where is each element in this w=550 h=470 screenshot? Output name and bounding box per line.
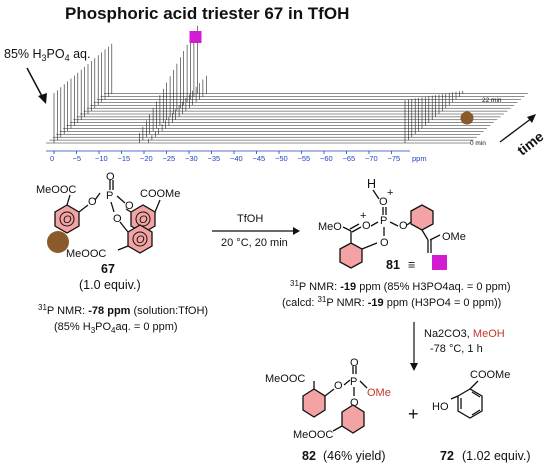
compound-67-ester-a: MeOOC [36, 184, 76, 196]
compound-81-number: 81 [386, 258, 400, 272]
compound-81-phosphorus: P [380, 215, 387, 227]
compound-81-charge-2: + [360, 210, 366, 222]
compound-82-methoxy: OMe [367, 387, 391, 399]
compound-81-oxygen-protonated: O [379, 196, 388, 208]
compound-82-ester-b: MeOOC [293, 429, 333, 441]
compound-82-oxygen-oxo: O [350, 357, 359, 369]
axis-tick-label: −40 [230, 154, 243, 163]
compound-81-methoxy: MeO [318, 221, 342, 233]
compound-81-nmr-line2: (calcd: 31P NMR: -19 ppm (H3PO4 = 0 ppm)… [282, 295, 501, 309]
ring-c-label: O [136, 234, 145, 246]
compound-67-brown-marker [47, 231, 69, 253]
axis-tick-label: −30 [185, 154, 198, 163]
reference-arrowhead [38, 93, 47, 104]
time-axis-arrowhead [527, 114, 536, 123]
compound-67-phosphorus: P [106, 190, 113, 202]
compound-72-number: 72 [440, 449, 454, 463]
compound-81-ring-a [339, 242, 363, 269]
compound-81-nmr-line1: 31P NMR: -19 ppm (85% H3PO4aq. = 0 ppm) [290, 279, 511, 293]
compound-67-ester-b: COOMe [140, 188, 180, 200]
compound-81-ring-b [410, 204, 434, 231]
ring-a-label: O [63, 214, 72, 226]
axis-tick-label: −15 [118, 154, 131, 163]
reaction-arrow-1-head [293, 227, 300, 235]
axis-tick-label: −65 [343, 154, 356, 163]
compound-81-oxygen-ring: O [380, 237, 389, 249]
axis-tick-label: −25 [163, 154, 176, 163]
compound-82-yield: (46% yield) [323, 449, 386, 463]
compound-82-ring-a [302, 388, 326, 418]
compound-81-oxygen-aryloxy: O [399, 220, 408, 232]
compound-72-hydroxyl: HO [432, 401, 449, 413]
compound-82-ester-a: MeOOC [265, 373, 305, 385]
axis-tick-label: −45 [253, 154, 266, 163]
axis-tick-label: −70 [365, 154, 378, 163]
time-axis-arrow [499, 117, 533, 143]
axis-tick-label: −50 [275, 154, 288, 163]
ppm-axis: 0−5−10−15−20−25−30−35−40−45−50−55−60−65−… [46, 150, 410, 163]
axis-unit: ppm [412, 154, 427, 163]
aromatic-circle-c [132, 231, 148, 247]
plus-sign: + [408, 404, 419, 424]
compound-67-ester-c: MeOOC [66, 248, 106, 260]
compound-82-oxygen-2: O [350, 397, 359, 409]
axis-tick-label: −35 [208, 154, 221, 163]
reference-label: 85% H3PO4 aq. [4, 47, 90, 63]
compound-81-equiv-symbol: ≡ [408, 258, 415, 272]
time-label-0min: 0 min [470, 140, 486, 147]
reaction-1-reagent: TfOH [237, 213, 263, 225]
compound-67-number: 67 [101, 262, 115, 276]
axis-tick-label: −10 [95, 154, 108, 163]
compound-67-nmr-line2: (85% H3PO4aq. = 0 ppm) [54, 321, 178, 335]
axis-tick-label: −75 [388, 154, 401, 163]
compound-67-oxygen-1: O [88, 196, 97, 208]
compound-82-structure: MeOOC O P O OMe O MeOOC [265, 357, 391, 441]
compound-82-ring-b [341, 404, 365, 434]
compound-67-equiv: (1.0 equiv.) [79, 278, 141, 292]
aromatic-circle-a [59, 211, 75, 227]
time-axis-label: time [514, 128, 547, 158]
compound-81-charge-1: + [387, 187, 393, 199]
ring-b-label: O [139, 214, 148, 226]
figure-title: Phosphoric acid triester 67 in TfOH [65, 4, 349, 23]
reference-arrow [26, 67, 45, 101]
reaction-arrow-2-head [410, 363, 418, 371]
compound-72-equiv: (1.02 equiv.) [462, 449, 531, 463]
axis-tick-label: −55 [298, 154, 311, 163]
compound-81-ester-methoxy: OMe [442, 231, 466, 243]
axis-tick-label: −20 [140, 154, 153, 163]
compound-81-marker [189, 31, 202, 43]
reaction-1-conditions: 20 °C, 20 min [221, 237, 288, 249]
compound-81-magenta-marker [432, 255, 447, 270]
compound-67-nmr-line1: 31P NMR: -78 ppm (solution:TfOH) [38, 303, 208, 317]
compound-81-hydrogen: H [367, 177, 376, 191]
compound-72-ester: COOMe [470, 369, 510, 381]
compound-81-oxygen-oxonium: O [362, 220, 371, 232]
compound-81-structure: H O + P O + O O MeO OMe [318, 177, 466, 269]
nmr-stacked-spectra: 85% H3PO4 aq. 22 min 0 min time 0 −5 −10 −1… [4, 25, 547, 163]
reaction-2-reagents: Na2CO3, MeOH [424, 328, 505, 340]
spectra-traces [46, 25, 528, 144]
axis-tick-label: −60 [320, 154, 333, 163]
compound-72-structure: COOMe HO [432, 369, 510, 419]
compound-67-oxygen-2: O [125, 200, 134, 212]
compound-67-marker [460, 111, 474, 125]
compound-67-oxygen-oxo: O [106, 171, 115, 183]
reaction-2-conditions: -78 °C, 1 h [430, 343, 483, 355]
compound-67-oxygen-3: O [113, 213, 122, 225]
compound-82-phosphorus: P [350, 376, 357, 388]
time-label-22min: 22 min [482, 97, 502, 104]
axis-tick-label: 0 [50, 154, 54, 163]
compound-67-structure: O O O MeOOC COOMe MeOOC O P O O O [36, 171, 180, 260]
compound-82-oxygen-1: O [334, 380, 343, 392]
compound-82-number: 82 [302, 449, 316, 463]
axis-tick-label: −5 [73, 154, 82, 163]
